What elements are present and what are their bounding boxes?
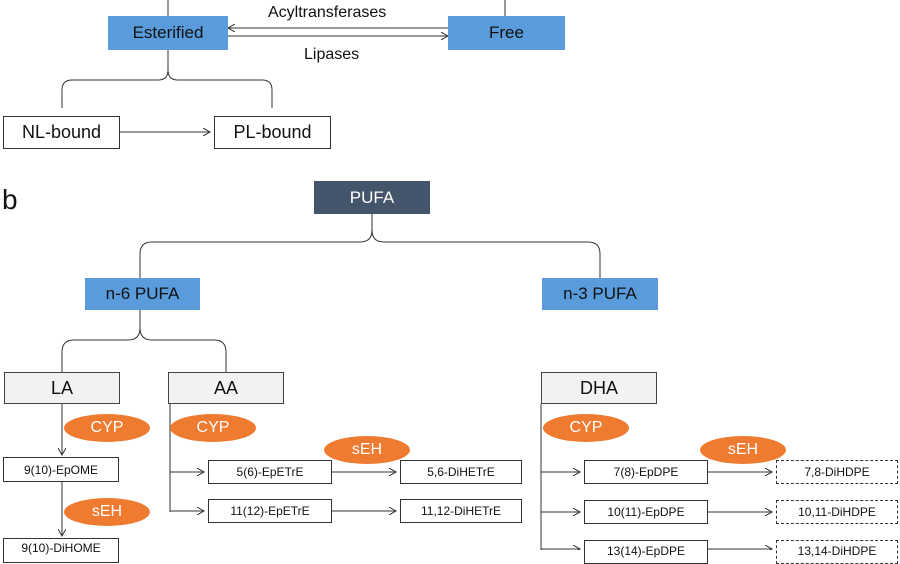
seh-oval-aa: sEH: [324, 436, 410, 464]
n3-pufa-box: n-3 PUFA: [542, 278, 658, 310]
panel-b-letter: b: [2, 184, 18, 215]
cyp-oval-aa: CYP: [170, 414, 256, 442]
seh-label: sEH: [727, 441, 759, 458]
nl-bound-box: NL-bound: [3, 116, 120, 149]
pufa-box: PUFA: [314, 181, 430, 214]
aa-epoxide-label: 5(6)-EpETrE: [236, 465, 304, 479]
cyp-label: CYP: [90, 419, 124, 436]
pl-bound-label: PL-bound: [233, 122, 312, 142]
nl-bound-label: NL-bound: [21, 122, 102, 142]
dha-diol-label: 10,11-DiHDPE: [798, 505, 876, 519]
dha-epoxide-box: 10(11)-EpDPE: [584, 500, 708, 524]
cyp-oval-la: CYP: [64, 414, 150, 442]
seh-oval-la: sEH: [64, 498, 150, 526]
n3-pufa-label: n-3 PUFA: [563, 284, 637, 303]
pl-bound-box: PL-bound: [214, 116, 331, 149]
esterified-box: Esterified: [108, 16, 228, 50]
free-box: Free: [448, 16, 565, 50]
aa-epoxide-box: 5(6)-EpETrE: [208, 460, 332, 484]
la-diol-box: 9(10)-DiHOME: [3, 538, 119, 563]
dha-epoxide-label: 10(11)-EpDPE: [607, 505, 685, 519]
aa-diol-box: 5,6-DiHETrE: [400, 460, 522, 484]
cyp-oval-dha: CYP: [543, 414, 629, 442]
la-epoxide-label: 9(10)-EpOME: [23, 462, 99, 477]
dha-epoxide-label: 7(8)-EpDPE: [613, 465, 679, 479]
aa-diol-box: 11,12-DiHETrE: [400, 499, 522, 523]
aa-box: AA: [168, 372, 284, 404]
la-diol-label: 9(10)-DiHOME: [21, 541, 101, 555]
dha-epoxide-box: 13(14)-EpDPE: [584, 540, 708, 564]
seh-label: sEH: [351, 441, 383, 458]
dha-epoxide-box: 7(8)-EpDPE: [584, 460, 708, 484]
lipases-label: Lipases: [304, 46, 360, 63]
pufa-label: PUFA: [349, 187, 395, 207]
dha-diol-label: 13,14-DiHDPE: [797, 544, 877, 558]
aa-diol-label: 5,6-DiHETrE: [427, 465, 495, 479]
n6-pufa-box: n-6 PUFA: [85, 278, 200, 310]
free-label: Free: [489, 23, 524, 42]
la-box: LA: [4, 372, 120, 404]
dha-diol-box: 7,8-DiHDPE: [776, 460, 898, 484]
cyp-label: CYP: [569, 419, 603, 436]
aa-epoxide-label: 11(12)-EpETrE: [230, 504, 310, 518]
seh-label: sEH: [91, 503, 123, 520]
acyltransferases-label: Acyltransferases: [268, 4, 387, 21]
dha-label: DHA: [579, 377, 618, 398]
la-label: LA: [50, 377, 74, 398]
la-epoxide-box: 9(10)-EpOME: [3, 457, 119, 482]
aa-epoxide-box: 11(12)-EpETrE: [208, 499, 332, 523]
esterified-label: Esterified: [132, 23, 204, 42]
n6-pufa-label: n-6 PUFA: [105, 284, 180, 303]
seh-oval-dha: sEH: [700, 436, 786, 464]
cyp-label: CYP: [196, 419, 230, 436]
connector-lines: [0, 0, 900, 550]
dha-diol-box: 10,11-DiHDPE: [776, 500, 898, 524]
aa-label: AA: [213, 377, 238, 398]
dha-epoxide-label: 13(14)-EpDPE: [606, 544, 686, 558]
dha-box: DHA: [541, 372, 657, 404]
dha-diol-box: 13,14-DiHDPE: [776, 540, 898, 564]
aa-diol-label: 11,12-DiHETrE: [420, 504, 502, 518]
dha-diol-label: 7,8-DiHDPE: [804, 465, 870, 479]
